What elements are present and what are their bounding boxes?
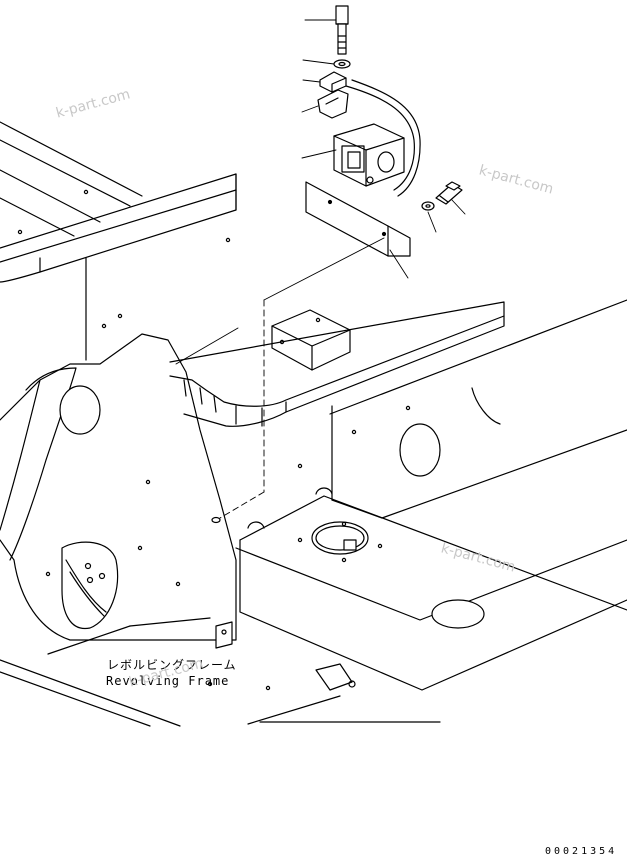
lower-platform [235,487,627,691]
hole-marker [211,516,221,524]
bracket [317,89,349,119]
cross-beam [0,173,237,361]
relay-box [333,123,405,187]
clamp [319,71,347,93]
upper-left-deck [0,121,231,243]
small-bracket [215,621,233,649]
leader-lines [175,19,466,365]
washer [333,59,351,69]
bracket-top [271,309,351,371]
frame-label-jp: レボルビングフレーム [107,658,237,672]
mounting-plate [305,181,411,257]
bolt-small [435,181,463,205]
floor-panel [0,617,441,727]
frame-label-en: Revolving Frame [106,674,230,688]
harness [345,79,421,197]
bolt [335,5,349,55]
washer-small [421,201,435,211]
right-side-wall [297,299,627,519]
drawing-number: 00021354 [545,846,618,857]
main-beam [169,301,505,427]
alignment-line [219,299,265,519]
left-boom-plate [0,313,237,641]
